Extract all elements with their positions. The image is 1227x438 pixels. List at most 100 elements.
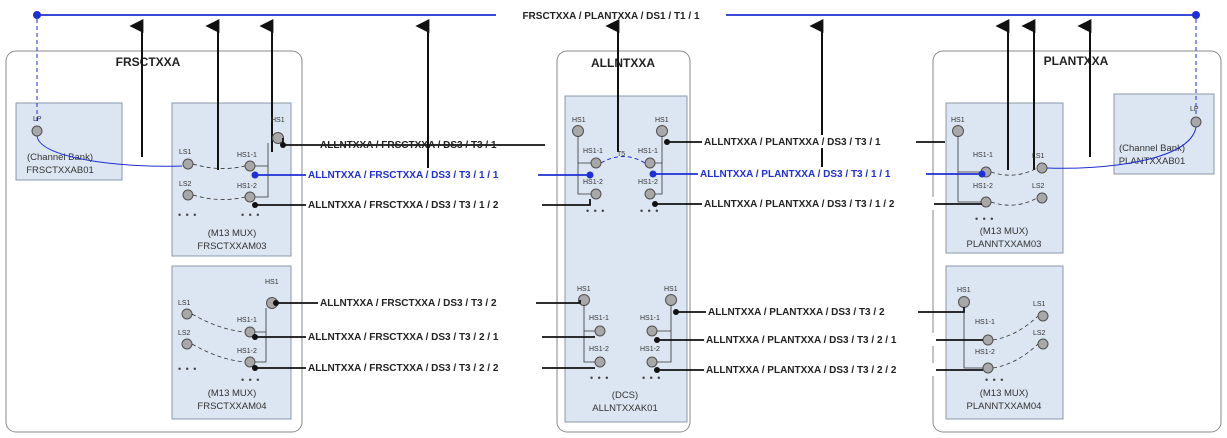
circuit-endpoint [586,171,594,179]
equipment-name-label: PLANNTXXAM03 [967,239,1042,250]
internal-connection [255,308,267,363]
port-label: LS2 [1033,330,1046,337]
circuit-label: ALLNTXXA / FRSCTXXA / DS3 / T3 / 1 / 1 [308,170,499,181]
port [590,157,602,169]
port [1037,338,1049,350]
port-label: HS1 [265,279,279,286]
internal-connection [992,343,1039,369]
port [182,158,194,170]
port [644,157,656,169]
top-circuit-endpoint-right [1192,11,1200,19]
port-label: HS1-1 [237,152,257,159]
equipment-type-label: (DCS) [612,390,638,401]
equipment-name-label: FRSCTXXAB01 [26,165,94,176]
port-label: HS1-1 [640,315,660,322]
circuit-endpoint [673,309,679,315]
channel-bank-link [36,135,183,167]
equipment-type-label: (M13 MUX) [980,226,1029,237]
circuit-label: ALLNTXXA / PLANTXXA / DS3 / T3 / 2 / 2 [706,365,897,376]
port-label: HS1-1 [583,148,603,155]
ellipsis: • • • [590,373,609,383]
internal-connection [191,313,246,333]
top-circuit-label-bg [496,8,726,22]
port-label: LS2 [1032,183,1045,190]
port-label: HS1-2 [638,179,658,186]
circuit-label-bg [306,330,542,343]
port-label: HS1 [572,117,586,124]
port [594,356,606,368]
port [644,188,656,200]
ellipsis: • • • [178,364,197,374]
equipment-name-label: ALLNTXXAK01 [592,403,657,414]
circuit-label: ALLNTXXA / FRSCTXXA / DS3 / T3 / 2 [320,298,497,309]
port-label: HS1-2 [973,183,993,190]
circuit-endpoint [251,171,259,179]
ellipsis: • • • [640,206,659,216]
port [1190,116,1202,128]
port-label: LP [33,116,42,123]
port-label: HS1-1 [237,317,257,324]
circuit-endpoint [664,139,670,145]
port [952,125,964,137]
port [665,294,677,306]
right-channel-bank-box [1113,93,1215,175]
port-label: HS1-1 [589,315,609,322]
port-label: HS1-2 [589,346,609,353]
equipment-type-label: (M13 MUX) [980,388,1029,399]
circuit-label-bg [698,167,926,180]
circuit-endpoint [649,170,657,178]
port [1036,192,1048,204]
ellipsis: • • • [241,375,260,385]
center-dcs-box [564,95,688,423]
site-title-left: FRSCTXXA [116,55,181,69]
circuit-label-bg [306,168,538,181]
circuit-endpoint [654,337,660,343]
port-label: HS1 [577,286,591,293]
circuit-label-bg [306,198,542,211]
internal-connection [657,305,672,363]
circuit-endpoint [652,201,658,207]
circuit-label: ALLNTXXA / PLANTXXA / DS3 / T3 / 1 / 1 [700,169,891,180]
port [272,132,284,144]
ellipsis: • • • [241,210,260,220]
port [646,325,658,337]
internal-connection [990,167,1038,176]
circuit-label-bg [706,305,918,318]
port-label: HS1-1 [973,152,993,159]
ellipsis: • • • [642,373,661,383]
port [1036,162,1048,174]
port [181,338,193,350]
circuit-endpoint [252,202,258,208]
port [31,125,43,137]
port-label: HS1-2 [975,349,995,356]
internal-connection [990,197,1038,206]
port [590,188,602,200]
ellipsis: • • • [985,375,1004,385]
internal-connection [583,305,595,363]
equipment-type-label: (Channel Bank) [1119,143,1185,154]
equipment-name-label: PLANTXXAB01 [1119,156,1186,167]
equipment-name-label: PLANNTXXAM04 [967,401,1042,412]
circuit-label: ALLNTXXA / FRSCTXXA / DS3 / T3 / 2 / 1 [308,332,499,343]
circuit-label: ALLNTXXA / FRSCTXXA / DS3 / T3 / 1 [320,140,497,151]
circuit-endpoint [252,365,258,371]
internal-connection [191,343,246,363]
port-label: HS1 [951,117,965,124]
port [982,334,994,346]
port-label: LS1 [1033,301,1046,308]
site-title-center: ALLNTXXA [591,56,655,70]
circuit-endpoint [280,142,286,148]
port [646,356,658,368]
circuit-label-bg [704,363,936,376]
ellipsis: • • • [586,206,605,216]
port-label: HS1-1 [975,319,995,326]
port-label: LS1 [178,300,191,307]
internal-connection [957,136,981,203]
port [244,160,256,172]
circuit-label: ALLNTXXA / PLANTXXA / DS3 / T3 / 1 [704,137,881,148]
circuit-label: ALLNTXXA / PLANTXXA / DS3 / T3 / 1 / 2 [704,199,895,210]
circuit-endpoint [273,300,279,306]
internal-connection [992,315,1039,341]
dcs-cross-connect [600,156,646,164]
